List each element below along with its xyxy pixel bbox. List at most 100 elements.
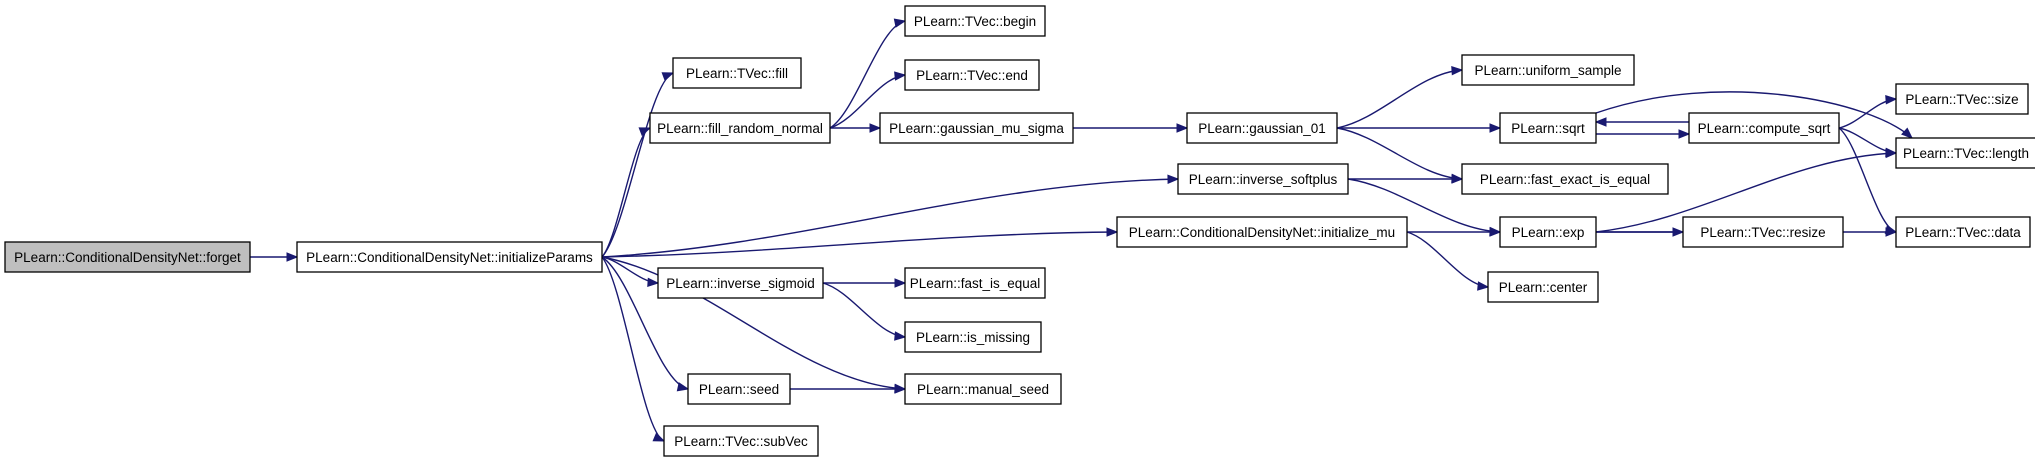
node-fill_random_normal[interactable]: PLearn::fill_random_normal	[649, 112, 831, 144]
node-box[interactable]	[687, 373, 791, 405]
edge-gaussian_mu_sigma-to-gaussian_01	[1073, 123, 1189, 133]
arrowhead-icon	[1885, 148, 1898, 159]
edge-forget-to-initializeParams	[250, 252, 299, 262]
edge-fill_random_normal-to-begin	[829, 18, 907, 129]
edge-inverse_softplus-to-fast_exact_is_equal	[1348, 174, 1464, 184]
edge-line	[829, 20, 906, 129]
edge-line	[601, 256, 906, 390]
edge-initializeParams-to-seed	[601, 256, 690, 392]
arrowhead-icon	[1678, 129, 1691, 139]
node-label: PLearn::fill_random_normal	[657, 121, 823, 136]
node-fast_exact_is_equal[interactable]: PLearn::fast_exact_is_equal	[1461, 163, 1669, 195]
node-label: PLearn::manual_seed	[917, 382, 1049, 397]
node-box[interactable]	[649, 112, 831, 144]
node-box[interactable]	[663, 425, 819, 457]
node-box[interactable]	[1186, 112, 1338, 144]
node-fast_is_equal[interactable]: PLearn::fast_is_equal	[904, 267, 1046, 299]
node-inverse_sigmoid[interactable]: PLearn::inverse_sigmoid	[657, 267, 824, 299]
arrowhead-icon	[647, 277, 660, 288]
node-initializeParams[interactable]: PLearn::ConditionalDensityNet::initializ…	[296, 241, 603, 273]
edge-compute_sqrt-to-size	[1838, 95, 1898, 129]
node-box[interactable]	[1895, 83, 2029, 115]
node-uniform_sample[interactable]: PLearn::uniform_sample	[1461, 54, 1635, 86]
edge-line	[1406, 231, 1489, 288]
node-label: PLearn::exp	[1512, 225, 1585, 240]
node-box[interactable]	[1461, 163, 1669, 195]
edge-line	[1347, 178, 1501, 233]
node-box[interactable]	[1499, 216, 1597, 248]
edge-inverse_sigmoid-to-is_missing	[822, 282, 907, 341]
node-box[interactable]	[1895, 137, 2035, 169]
node-sqrt[interactable]: PLearn::sqrt	[1499, 112, 1597, 144]
node-label: PLearn::center	[1499, 280, 1588, 295]
node-label: PLearn::inverse_sigmoid	[666, 276, 815, 291]
node-gaussian_01[interactable]: PLearn::gaussian_01	[1186, 112, 1338, 144]
edge-initializeParams-to-initialize_mu	[601, 227, 1119, 258]
node-length[interactable]: PLearn::TVec::length	[1895, 137, 2035, 169]
node-seed[interactable]: PLearn::seed	[687, 373, 791, 405]
node-center[interactable]: PLearn::center	[1487, 271, 1599, 303]
node-label: PLearn::TVec::subVec	[674, 434, 808, 449]
node-box[interactable]	[1895, 216, 2031, 248]
node-box[interactable]	[879, 112, 1074, 144]
edge-gaussian_01-to-sqrt	[1337, 123, 1502, 133]
arrowhead-icon	[1489, 123, 1502, 133]
node-compute_sqrt[interactable]: PLearn::compute_sqrt	[1688, 112, 1840, 144]
edge-line	[601, 256, 689, 390]
node-exp[interactable]: PLearn::exp	[1499, 216, 1597, 248]
node-box[interactable]	[1499, 112, 1597, 144]
node-label: PLearn::is_missing	[916, 330, 1030, 345]
edge-fill_random_normal-to-end	[829, 71, 907, 129]
node-manual_seed[interactable]: PLearn::manual_seed	[904, 373, 1062, 405]
node-box[interactable]	[4, 241, 251, 273]
node-box[interactable]	[1461, 54, 1635, 86]
node-label: PLearn::sqrt	[1511, 121, 1585, 136]
edge-fill_random_normal-to-gaussian_mu_sigma	[830, 123, 882, 133]
node-box[interactable]	[904, 373, 1062, 405]
arrowhead-icon	[1176, 123, 1189, 133]
edge-inverse_sigmoid-to-fast_is_equal	[823, 278, 907, 288]
edge-sqrt-to-length	[1595, 91, 1913, 139]
node-initialize_mu[interactable]: PLearn::ConditionalDensityNet::initializ…	[1116, 216, 1408, 248]
arrowhead-icon	[661, 72, 675, 82]
node-box[interactable]	[904, 321, 1042, 353]
arrowhead-icon	[894, 278, 907, 288]
node-box[interactable]	[1177, 163, 1349, 195]
arrowhead-icon	[1451, 65, 1464, 76]
node-label: PLearn::TVec::length	[1903, 146, 2029, 161]
node-label: PLearn::TVec::resize	[1700, 225, 1825, 240]
edge-line	[1595, 152, 1897, 233]
edge-line	[601, 72, 674, 258]
node-begin[interactable]: PLearn::TVec::begin	[904, 5, 1046, 37]
node-box[interactable]	[1682, 216, 1844, 248]
node-end[interactable]: PLearn::TVec::end	[904, 59, 1040, 91]
arrowhead-icon	[893, 18, 907, 28]
node-box[interactable]	[904, 59, 1040, 91]
node-box[interactable]	[904, 5, 1046, 37]
node-box[interactable]	[296, 241, 603, 273]
node-inverse_softplus[interactable]: PLearn::inverse_softplus	[1177, 163, 1349, 195]
node-box[interactable]	[672, 57, 802, 89]
node-box[interactable]	[904, 267, 1046, 299]
node-label: PLearn::TVec::fill	[686, 66, 788, 81]
node-subVec[interactable]: PLearn::TVec::subVec	[663, 425, 819, 457]
node-gaussian_mu_sigma[interactable]: PLearn::gaussian_mu_sigma	[879, 112, 1074, 144]
edge-initializeParams-to-subVec	[601, 256, 666, 442]
node-size[interactable]: PLearn::TVec::size	[1895, 83, 2029, 115]
node-resize[interactable]: PLearn::TVec::resize	[1682, 216, 1844, 248]
node-is_missing[interactable]: PLearn::is_missing	[904, 321, 1042, 353]
edge-line	[1595, 91, 1913, 139]
node-fill[interactable]: PLearn::TVec::fill	[672, 57, 802, 89]
node-box[interactable]	[1487, 271, 1599, 303]
node-label: PLearn::inverse_softplus	[1189, 172, 1338, 187]
node-forget[interactable]: PLearn::ConditionalDensityNet::forget	[4, 241, 251, 273]
edge-line	[1838, 127, 1897, 233]
node-box[interactable]	[1116, 216, 1408, 248]
edge-sqrt-to-compute_sqrt	[1596, 129, 1691, 139]
edge-line	[1336, 69, 1463, 129]
node-box[interactable]	[657, 267, 824, 299]
node-data[interactable]: PLearn::TVec::data	[1895, 216, 2031, 248]
node-box[interactable]	[1688, 112, 1840, 144]
edge-initialize_mu-to-exp	[1407, 227, 1502, 237]
